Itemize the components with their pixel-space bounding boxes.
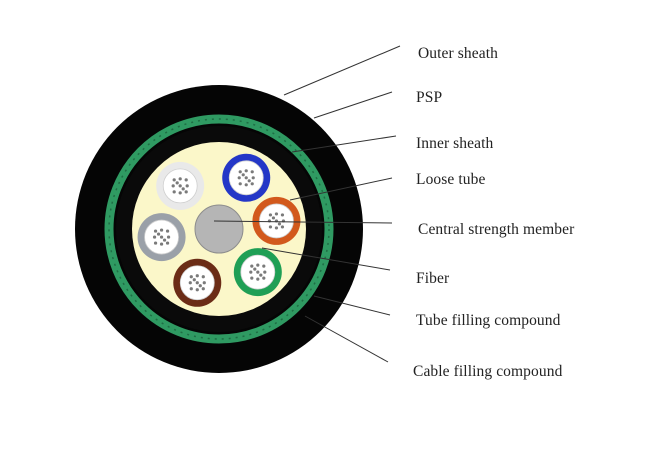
fiber <box>195 274 199 278</box>
fiber <box>152 235 157 239</box>
loose-tube-blue <box>222 153 271 202</box>
fiber <box>262 264 266 268</box>
fiber <box>185 184 189 188</box>
leader-line <box>213 220 393 224</box>
leader-line <box>283 45 401 96</box>
fiber <box>268 225 273 229</box>
label-tube-filling-compound: Tube filling compound <box>416 312 561 329</box>
fiber <box>253 267 257 271</box>
fiber <box>172 190 176 194</box>
fiber <box>271 216 276 220</box>
fiber <box>181 187 185 191</box>
fiber <box>201 287 205 291</box>
loose-tube-brown <box>173 258 222 307</box>
fiber <box>153 241 158 245</box>
fiber <box>249 270 253 274</box>
fiber <box>175 181 179 185</box>
fiber <box>195 288 199 292</box>
fiber <box>277 222 282 226</box>
fiber <box>280 213 285 217</box>
fiber <box>184 190 188 194</box>
fiber <box>184 178 188 182</box>
fiber <box>178 177 182 181</box>
fiber <box>171 184 175 188</box>
fiber <box>268 213 273 217</box>
fiber <box>192 278 196 282</box>
fiber <box>244 183 248 187</box>
fiber <box>274 212 279 216</box>
fiber <box>263 270 267 274</box>
fiber <box>250 264 254 268</box>
fiber <box>159 228 164 232</box>
label-loose-tube: Loose tube <box>416 171 486 188</box>
leader-line <box>313 295 391 316</box>
fiber <box>189 287 193 291</box>
loose-tube-orange <box>252 196 301 245</box>
fiber <box>202 281 206 285</box>
label-inner-sheath: Inner sheath <box>416 135 494 152</box>
fiber <box>189 275 193 279</box>
label-fiber: Fiber <box>416 270 450 287</box>
fiber <box>172 178 176 182</box>
fiber <box>178 191 182 195</box>
label-outer-sheath: Outer sheath <box>418 45 498 62</box>
fiber <box>238 182 242 186</box>
fiber <box>188 281 192 285</box>
fiber <box>280 225 285 229</box>
fiber <box>162 238 167 242</box>
fiber <box>256 277 260 281</box>
fiber <box>247 179 251 183</box>
fiber <box>178 184 182 188</box>
fiber <box>250 170 254 174</box>
label-cable-filling-compound: Cable filling compound <box>413 363 563 380</box>
cable-cross-section <box>75 85 363 373</box>
fiber <box>262 276 266 280</box>
central-strength-member <box>194 204 244 254</box>
fiber <box>166 235 171 239</box>
fiber <box>195 281 199 285</box>
leader-lines <box>213 45 401 363</box>
leader-line <box>289 177 393 201</box>
fiber <box>244 169 248 173</box>
fiber <box>256 263 260 267</box>
fiber <box>153 229 158 233</box>
fiber <box>259 273 263 277</box>
loose-tube-green <box>233 248 282 297</box>
fiber <box>251 176 255 180</box>
fiber <box>237 176 241 180</box>
fiber <box>165 229 170 233</box>
label-central-strength-member: Central strength member <box>418 221 575 238</box>
fiber <box>250 182 254 186</box>
fiber <box>156 232 161 236</box>
fiber <box>238 170 242 174</box>
fiber <box>159 242 164 246</box>
fiber <box>250 276 254 280</box>
leader-line <box>304 315 389 363</box>
fiber <box>201 275 205 279</box>
loose-tube-white <box>156 161 205 210</box>
fiber <box>241 173 245 177</box>
leader-line <box>291 135 397 153</box>
fiber <box>159 235 164 239</box>
fiber <box>165 241 170 245</box>
fiber <box>256 270 260 274</box>
psp-armor-corrugation <box>108 118 330 340</box>
fiber <box>198 284 202 288</box>
fiber <box>244 176 248 180</box>
leader-line <box>313 91 393 119</box>
label-psp: PSP <box>416 89 443 106</box>
fiber <box>274 226 279 230</box>
loose-tube-slate <box>137 213 186 262</box>
leader-line <box>261 247 391 271</box>
